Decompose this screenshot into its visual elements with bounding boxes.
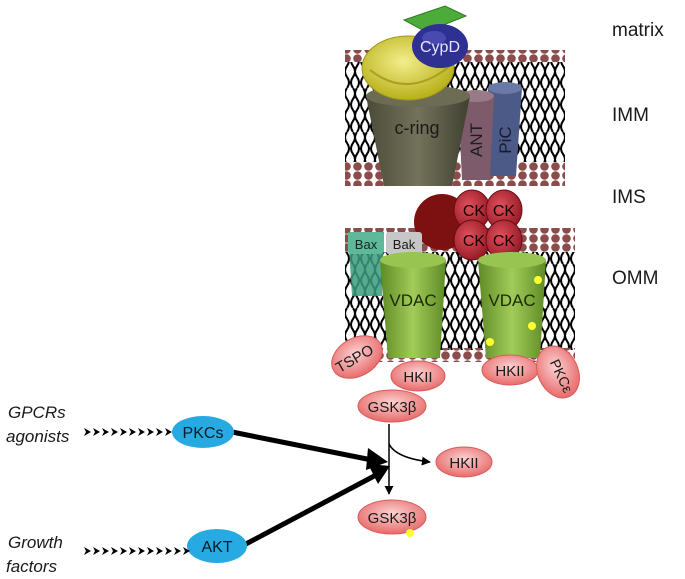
tspo: TSPO [331, 335, 383, 379]
gpcr-label-line2: agonists [6, 427, 70, 446]
gsk3b-top-label: GSK3β [368, 399, 417, 416]
bak: Bak [386, 232, 422, 254]
vdac-right-label: VDAC [488, 291, 535, 310]
akt-arrowhead [368, 464, 390, 484]
pic-label: PiC [496, 126, 515, 153]
hkii-left-label: HKII [403, 369, 432, 386]
akt-label: AKT [201, 539, 232, 556]
ant-label: ANT [467, 123, 486, 157]
pic-carrier: PiC [488, 82, 522, 176]
bak-label: Bak [393, 237, 416, 252]
vdac-left-label: VDAC [389, 291, 436, 310]
peripheral-stalk [402, 5, 468, 33]
signalling-arrows [231, 424, 431, 548]
growth-stimulus-chevrons [84, 547, 190, 555]
region-label-imm: IMM [612, 105, 649, 126]
cypd-label: CypD [420, 39, 460, 56]
gsk3b-bottom-label: GSK3β [368, 510, 417, 527]
cypd: CypD [412, 24, 468, 68]
growth-label-line2: factors [6, 557, 58, 576]
ck-label-4: CK [493, 233, 516, 250]
pkc-epsilon: PKCε [536, 345, 580, 399]
c-ring-label: c-ring [394, 118, 439, 138]
hkii-vdac-right: HKII [481, 354, 539, 386]
region-label-matrix: matrix [612, 20, 664, 41]
growth-label-line1: Growth [8, 533, 63, 552]
hkii-right-label: HKII [495, 363, 524, 380]
hkii-free-label: HKII [449, 455, 478, 472]
atp-synthase-complex: PiC ANT c-ring CypD [361, 5, 522, 186]
gsk3b-phospho: GSK3β [357, 499, 427, 537]
vdac-right: VDAC [478, 252, 546, 358]
vdac-left: VDAC [380, 252, 446, 358]
gsk3b-bound: GSK3β [357, 389, 427, 423]
region-label-omm: OMM [612, 268, 658, 289]
ck-label-1: CK [463, 203, 486, 220]
ck-octamer: CK CK CK CK [414, 189, 523, 261]
akt-kinase: AKT [187, 529, 247, 563]
bax: Bax [348, 232, 384, 296]
region-label-ims: IMS [612, 187, 646, 208]
gpcr-stimulus-chevrons [84, 428, 172, 436]
ck-label-2: CK [493, 203, 516, 220]
gpcr-label-line1: GPCRs [8, 403, 66, 422]
ck-label-3: CK [463, 233, 486, 250]
pkcs-label: PKCs [183, 425, 224, 442]
hkii-vdac-left: HKII [390, 360, 446, 392]
pkcs-kinase: PKCs [172, 416, 234, 448]
hkii-free: HKII [435, 446, 493, 478]
c-ring: c-ring [366, 85, 470, 186]
bax-label: Bax [355, 237, 378, 252]
